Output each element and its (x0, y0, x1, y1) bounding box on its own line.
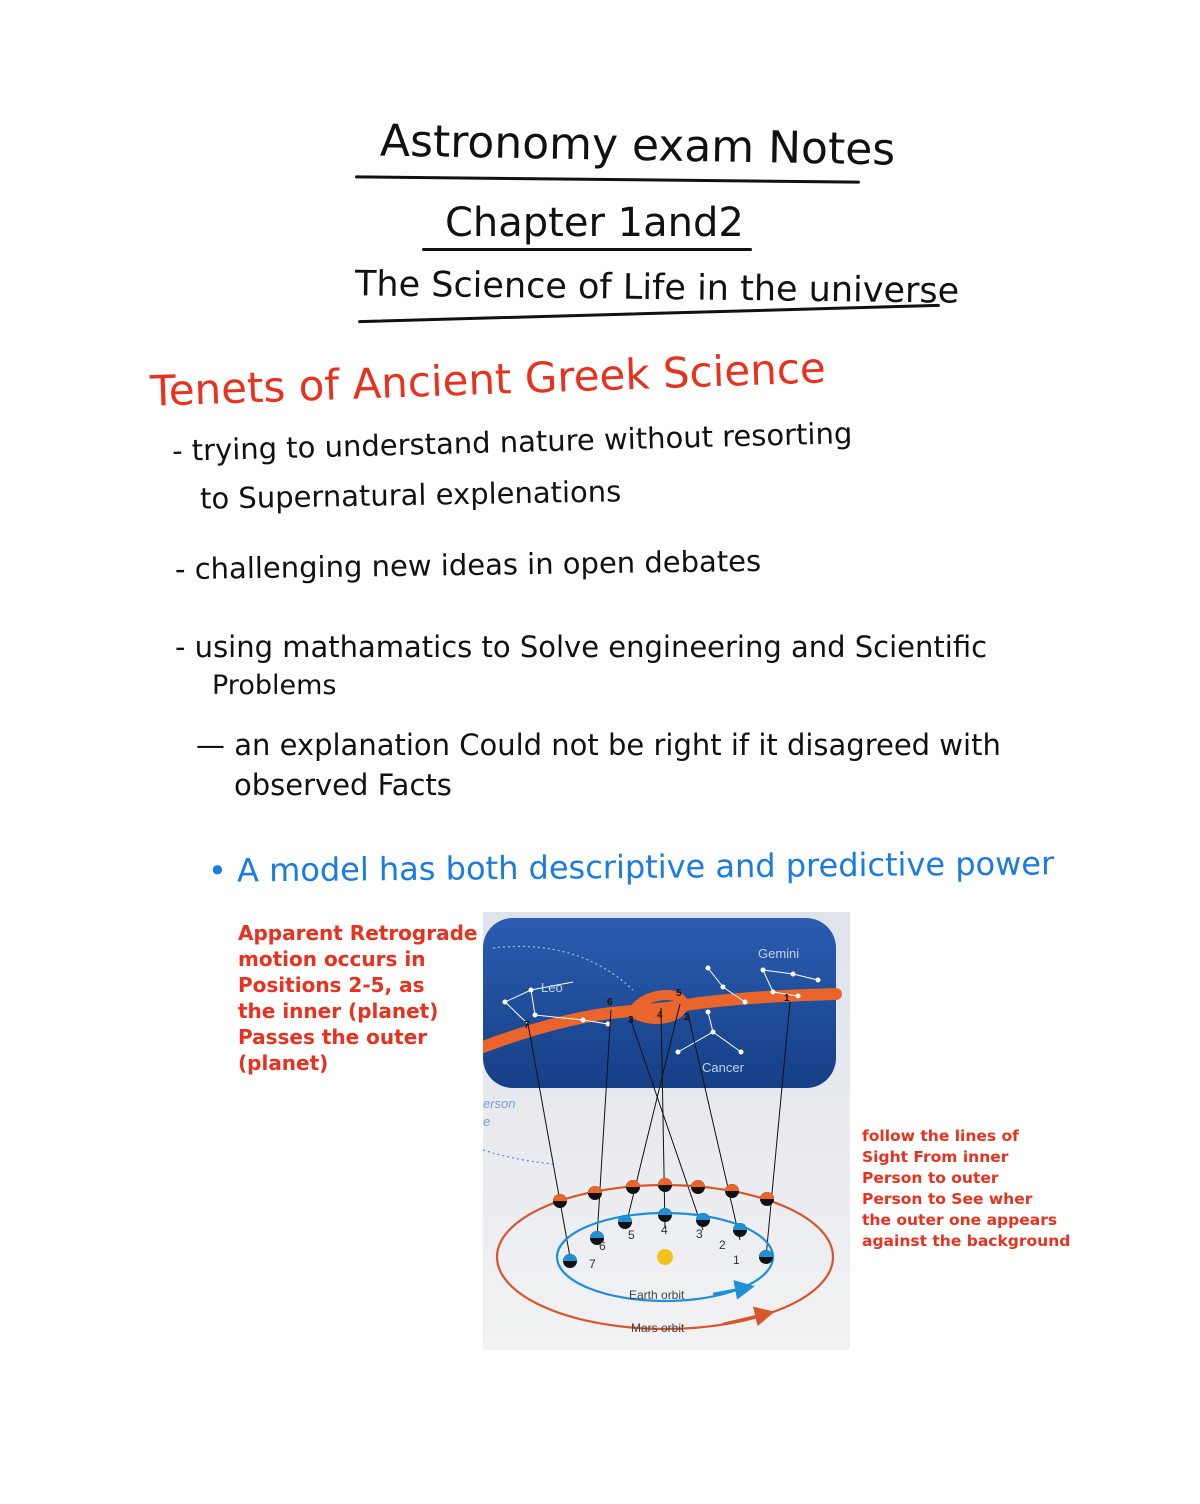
section-heading: Tenets of Ancient Greek Science (149, 343, 827, 416)
cancer-constellation (675, 1009, 744, 1055)
cropped-caption-2: e (483, 1114, 490, 1129)
title-line-2: Chapter 1and2 (445, 200, 744, 246)
bullet-3-line-1: - using mathamatics to Solve engineering… (175, 630, 988, 664)
leo-label: Leo (541, 980, 563, 995)
earth-number: 3 (696, 1227, 703, 1241)
sky-number: 6 (607, 997, 613, 1008)
leo-constellation (502, 981, 611, 1027)
cancer-label: Cancer (702, 1060, 745, 1075)
note-right-line: the outer one appears (862, 1210, 1058, 1229)
note-right-line: against the background (862, 1231, 1071, 1250)
bullet-4-line-2: observed Facts (234, 768, 452, 802)
model-point: • A model has both descriptive and predi… (207, 844, 1055, 890)
note-left-line: Apparent Retrograde (238, 921, 478, 945)
note-lines-of-sight: follow the lines of Sight From inner Per… (862, 1126, 1070, 1252)
title-underline-1 (354, 175, 861, 184)
note-right-line: Person to See wher (862, 1189, 1033, 1208)
title-line-1: Astronomy exam Notes (379, 115, 896, 176)
gemini-constellation (705, 965, 821, 1005)
title-line-3: The Science of Life in the universe (354, 264, 960, 312)
title-underline-2 (422, 248, 752, 251)
retrograde-motion-diagram: Leo Gemini Cancer erson e (483, 912, 850, 1350)
note-right-line: Sight From inner (862, 1147, 1009, 1166)
earth-number: 1 (733, 1253, 740, 1267)
sun (657, 1249, 673, 1265)
bullet-2-line-1: - challenging new ideas in open debates (174, 543, 762, 587)
bullet-4-line-1: — an explanation Could not be right if i… (196, 728, 1001, 762)
note-right-line: follow the lines of (862, 1127, 1019, 1145)
earth-number: 6 (599, 1239, 606, 1253)
mars-positions (553, 1178, 774, 1208)
bullet-1-line-2: to Supernatural explenations (199, 474, 622, 516)
earth-number: 4 (661, 1223, 668, 1237)
sky-number: 2 (684, 1012, 690, 1023)
note-left-line: Positions 2-5, as (238, 973, 425, 997)
earth-number: 2 (719, 1238, 726, 1252)
earth-orbit-arrow (712, 1280, 755, 1300)
sky-number: 4 (657, 1010, 663, 1021)
earth-positions (563, 1208, 773, 1268)
sky-number: 7 (524, 1020, 530, 1031)
sky-number: 5 (676, 988, 682, 999)
earth-orbit-label: Earth orbit (629, 1288, 685, 1302)
bullet-1-line-1: - trying to understand nature without re… (171, 416, 853, 468)
earth-number: 7 (589, 1257, 596, 1271)
sky-number: 3 (628, 1015, 634, 1026)
mars-orbit-label: Mars orbit (631, 1321, 685, 1335)
dotted-arrow (483, 1149, 554, 1165)
earth-number: 5 (628, 1228, 635, 1242)
mars-orbit-arrow (722, 1306, 775, 1327)
note-retrograde: Apparent Retrograde motion occurs in Pos… (238, 920, 477, 1076)
note-left-line: motion occurs in (238, 947, 426, 971)
bullet-3-line-2: Problems (212, 670, 337, 701)
note-left-line: the inner (planet) (238, 999, 439, 1023)
sky-number: 1 (784, 993, 790, 1004)
note-left-line: Passes the outer (238, 1025, 428, 1049)
note-right-line: Person to outer (862, 1168, 999, 1187)
retrograde-loop (628, 989, 689, 1024)
gemini-label: Gemini (758, 946, 799, 961)
cropped-caption-1: erson (483, 1096, 516, 1111)
note-left-line: (planet) (238, 1051, 329, 1075)
ecliptic-band (483, 988, 842, 1053)
